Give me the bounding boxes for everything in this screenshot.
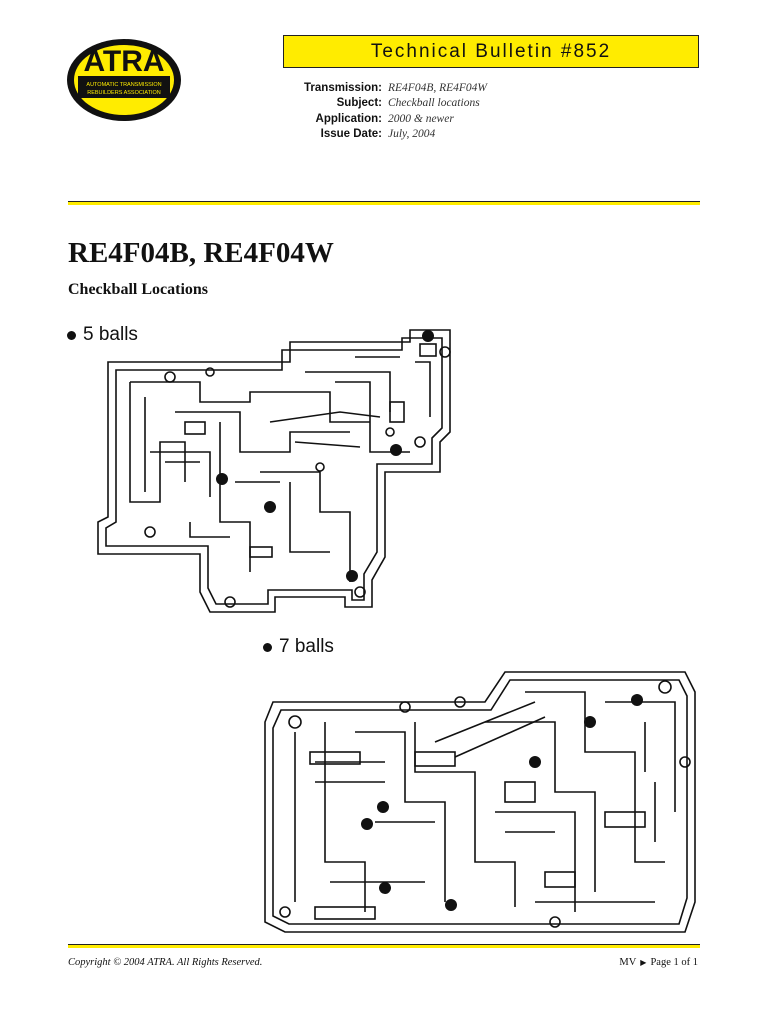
meta-value: 2000 & newer <box>388 112 454 125</box>
footer-divider <box>68 944 700 948</box>
author-initials: MV <box>619 957 637 968</box>
bulletin-number: Technical Bulletin #852 <box>370 40 612 62</box>
meta-label: Transmission: <box>304 81 382 94</box>
diagram2-label: 7 balls <box>279 636 334 657</box>
meta-row-transmission: Transmission: RE4F04B, RE4F04W <box>270 80 690 96</box>
header-divider <box>68 201 700 205</box>
arrow-right-icon: ▶ <box>640 958 647 967</box>
meta-row-issue-date: Issue Date: July, 2004 <box>270 127 690 143</box>
copyright: Copyright © 2004 ATRA. All Rights Reserv… <box>68 957 263 968</box>
valve-body-diagram-2 <box>264 671 696 933</box>
meta-label: Issue Date: <box>320 128 382 141</box>
logo-tagline-1: AUTOMATIC TRANSMISSION <box>86 82 161 88</box>
bulletin-banner: Technical Bulletin #852 <box>283 35 699 68</box>
meta-value: RE4F04B, RE4F04W <box>388 81 488 94</box>
logo-tagline-2: REBUILDERS ASSOCIATION <box>87 90 161 96</box>
meta-label: Application: <box>315 112 382 125</box>
page-number: Page 1 of 1 <box>650 957 698 968</box>
logo-text: ATRA <box>83 45 164 78</box>
meta-row-application: Application: 2000 & newer <box>270 111 690 127</box>
diagram1-label: 5 balls <box>83 324 138 345</box>
meta-row-subject: Subject: Checkball locations <box>270 96 690 112</box>
diagram1-legend: 5 balls <box>67 324 138 346</box>
diagram2-legend: 7 balls <box>263 636 334 658</box>
meta-label: Subject: <box>336 97 382 110</box>
atra-logo: ATRA AUTOMATIC TRANSMISSION REBUILDERS A… <box>67 39 181 121</box>
valve-body-diagram-1 <box>97 329 451 613</box>
page-title: RE4F04B, RE4F04W <box>68 237 334 269</box>
page-indicator: MV ▶ Page 1 of 1 <box>619 957 698 968</box>
meta-value: Checkball locations <box>388 97 480 110</box>
checkball-dot-icon <box>67 330 76 340</box>
checkball-dot-icon <box>263 642 272 652</box>
meta-value: July, 2004 <box>388 128 436 141</box>
page-subtitle: Checkball Locations <box>68 281 209 298</box>
bulletin-meta: Transmission: RE4F04B, RE4F04W Subject: … <box>270 80 690 142</box>
